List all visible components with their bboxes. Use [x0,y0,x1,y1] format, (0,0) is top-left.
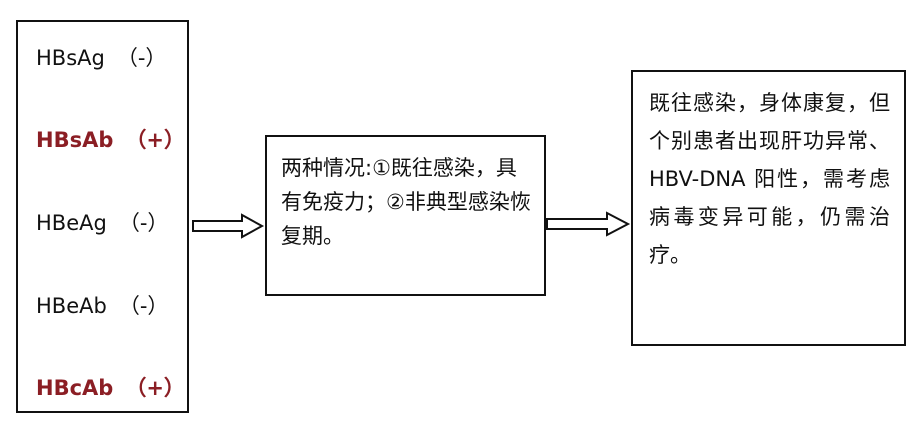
marker-result: （+） [125,376,185,400]
arrow-right-icon [192,213,265,239]
outcome-box: 既往感染，身体康复，但个别患者出现肝功异常、HBV-DNA 阳性，需考虑病毒变异… [631,70,906,346]
outcome-text: 既往感染，身体康复，但个别患者出现肝功异常、HBV-DNA 阳性，需考虑病毒变异… [649,91,890,267]
marker-name: HBeAb [36,294,107,318]
marker-hbeag: HBeAg （-） [36,207,168,237]
marker-hbsag: HBsAg （-） [36,42,166,72]
marker-hbeab: HBeAb （-） [36,290,168,320]
marker-name: HBsAg [36,46,105,70]
marker-result: （-） [118,294,169,318]
serology-markers-box: HBsAg （-） HBsAb （+） HBeAg （-） HBeAb （-） HBcA… [16,20,189,413]
interpretation-box: 两种情况:①既往感染，具有免疫力；②非典型感染恢复期。 [265,135,546,296]
marker-name: HBeAg [36,211,107,235]
marker-result: （-） [118,211,169,235]
marker-hbsab: HBsAb （+） [36,124,185,154]
marker-result: （-） [116,46,167,70]
arrow-right-icon [546,211,631,237]
marker-hbcab: HBcAb （+） [36,372,185,402]
interpretation-text: 两种情况:①既往感染，具有免疫力；②非典型感染恢复期。 [281,156,531,248]
marker-name: HBsAb [36,128,114,152]
marker-name: HBcAb [36,376,114,400]
marker-result: （+） [125,128,185,152]
